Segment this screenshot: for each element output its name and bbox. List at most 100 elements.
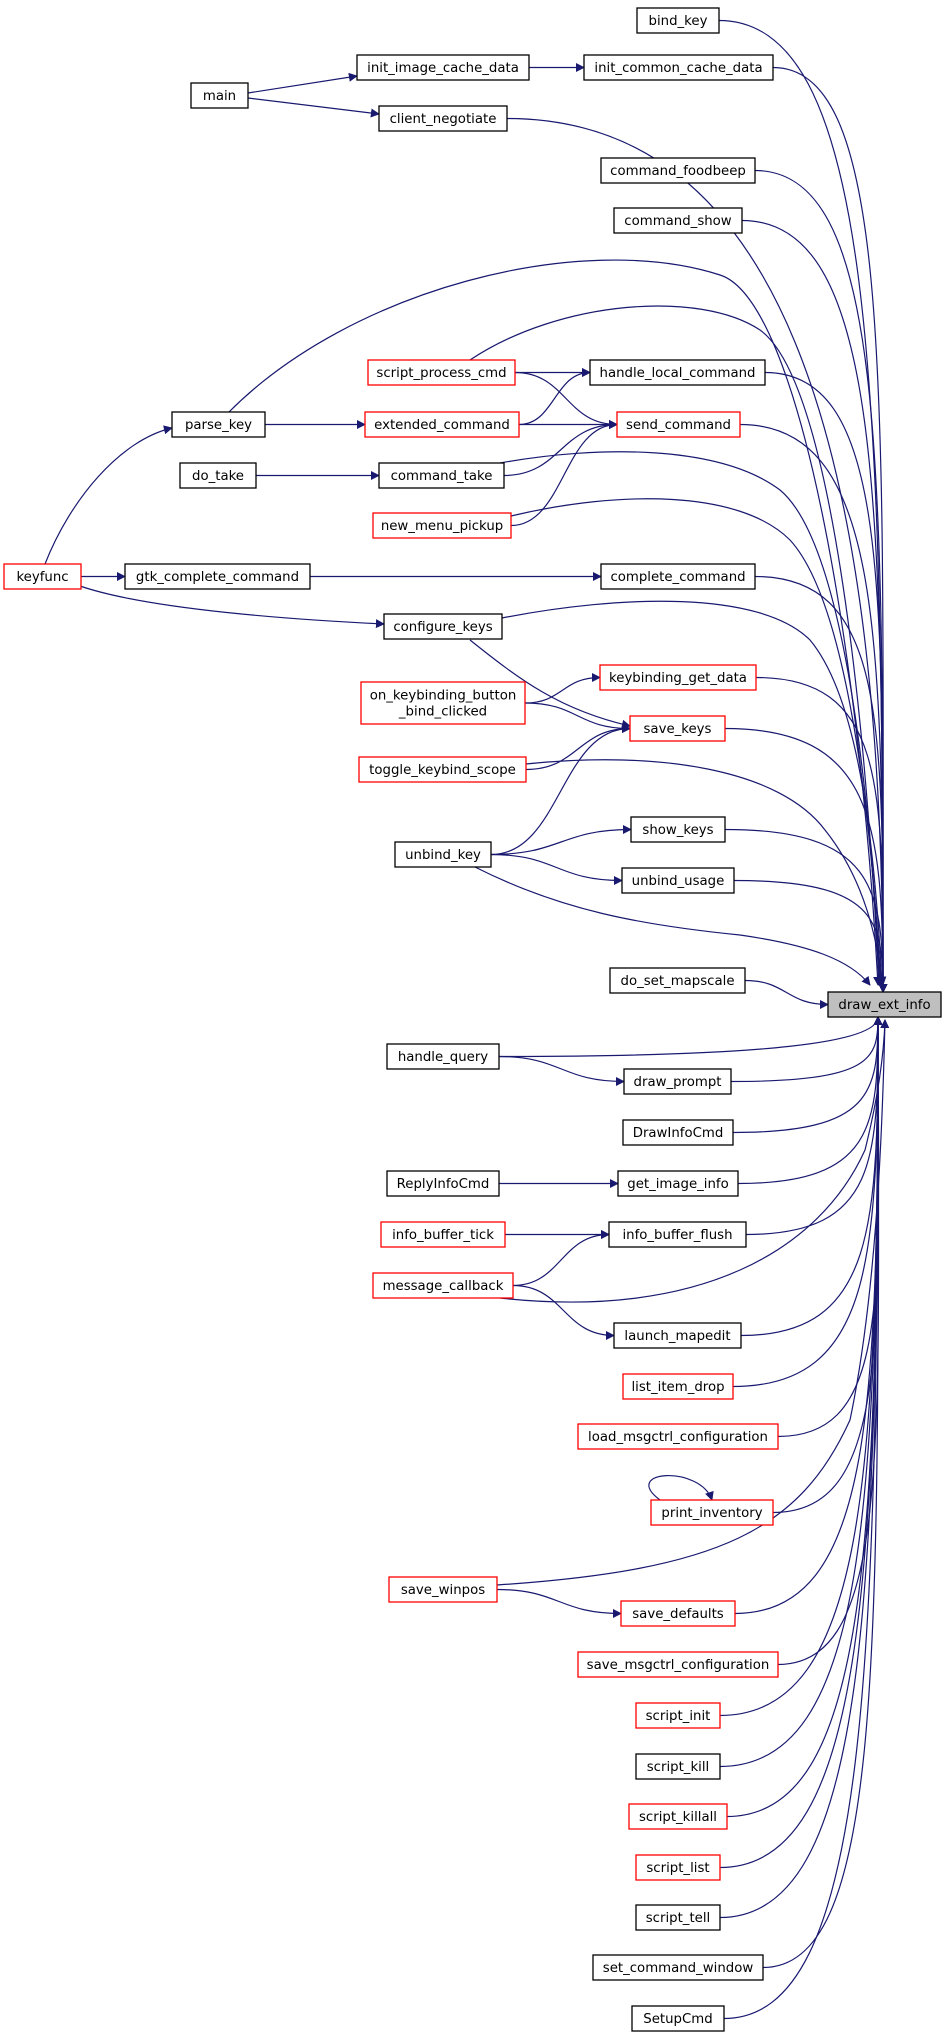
node-complete_command[interactable]: complete_command xyxy=(600,563,756,590)
node-box xyxy=(620,1600,736,1627)
node-label: launch_mapedit xyxy=(624,1329,730,1344)
node-main[interactable]: main xyxy=(190,82,249,109)
node-command_foodbeep[interactable]: command_foodbeep xyxy=(600,157,756,184)
node-client_negotiate[interactable]: client_negotiate xyxy=(378,105,508,132)
node-box xyxy=(635,1753,721,1780)
node-print_inventory[interactable]: print_inventory xyxy=(650,1499,774,1526)
node-draw_prompt[interactable]: draw_prompt xyxy=(623,1068,732,1095)
node-new_menu_pickup[interactable]: new_menu_pickup xyxy=(372,512,512,539)
node-label: script_kill xyxy=(647,1760,710,1775)
node-label: print_inventory xyxy=(661,1506,762,1521)
node-unbind_key[interactable]: unbind_key xyxy=(394,841,492,868)
node-label: load_msgctrl_configuration xyxy=(588,1430,768,1445)
node-set_command_window[interactable]: set_command_window xyxy=(592,1954,764,1981)
edge-new_menu_pickup-to-send_command xyxy=(510,420,618,527)
node-init_image_cache_data[interactable]: init_image_cache_data xyxy=(356,54,530,81)
node-command_take[interactable]: command_take xyxy=(378,462,505,489)
node-keyfunc[interactable]: keyfunc xyxy=(3,563,82,590)
node-script_init[interactable]: script_init xyxy=(635,1702,721,1729)
node-info_buffer_flush[interactable]: info_buffer_flush xyxy=(608,1221,747,1248)
node-box xyxy=(631,2005,725,2032)
node-script_tell[interactable]: script_tell xyxy=(635,1904,721,1931)
node-label: handle_query xyxy=(398,1050,488,1065)
node-box xyxy=(628,1803,728,1830)
node-configure_keys[interactable]: configure_keys xyxy=(383,613,503,640)
node-label: script_killall xyxy=(639,1810,717,1825)
node-load_msgctrl_configuration[interactable]: load_msgctrl_configuration xyxy=(577,1423,779,1450)
edge-unbind_usage-to-draw_ext_info xyxy=(733,879,888,993)
edge-extended_command-to-handle_local_command xyxy=(518,368,591,426)
node-script_killall[interactable]: script_killall xyxy=(628,1803,728,1830)
node-send_command[interactable]: send_command xyxy=(616,411,741,438)
edge-unbind_key-to-save_keys xyxy=(490,724,631,856)
node-box xyxy=(378,105,508,132)
edge-handle_query-to-draw_prompt xyxy=(498,1055,625,1086)
node-save_defaults[interactable]: save_defaults xyxy=(620,1600,736,1627)
node-box xyxy=(358,756,527,783)
node-DrawInfoCmd[interactable]: DrawInfoCmd xyxy=(622,1119,734,1146)
node-get_image_info[interactable]: get_image_info xyxy=(617,1170,739,1197)
edge-unbind_key-to-show_keys xyxy=(490,825,632,856)
node-label: save_keys xyxy=(644,722,712,737)
edge-save_winpos-to-save_defaults xyxy=(496,1588,622,1618)
node-box xyxy=(600,563,756,590)
node-do_take[interactable]: do_take xyxy=(179,462,257,489)
node-script_process_cmd[interactable]: script_process_cmd xyxy=(367,359,516,386)
node-box xyxy=(608,1221,747,1248)
edge-do_set_mapscale-to-draw_ext_info xyxy=(744,979,829,1009)
edge-command_take-to-send_command xyxy=(503,420,618,477)
node-box xyxy=(383,613,503,640)
node-box xyxy=(622,1373,734,1400)
node-unbind_usage[interactable]: unbind_usage xyxy=(621,867,735,894)
node-box xyxy=(600,157,756,184)
node-command_show[interactable]: command_show xyxy=(613,207,743,234)
node-launch_mapedit[interactable]: launch_mapedit xyxy=(613,1322,742,1349)
node-label: info_buffer_tick xyxy=(392,1228,494,1243)
edge-unbind_key-to-unbind_usage xyxy=(490,853,623,885)
node-label: keybinding_get_data xyxy=(609,671,747,686)
node-extended_command[interactable]: extended_command xyxy=(364,411,520,438)
node-save_winpos[interactable]: save_winpos xyxy=(388,1576,498,1603)
node-toggle_keybind_scope[interactable]: toggle_keybind_scope xyxy=(358,756,527,783)
node-save_keys[interactable]: save_keys xyxy=(629,715,726,742)
node-keybinding_get_data[interactable]: keybinding_get_data xyxy=(599,664,757,691)
node-box xyxy=(609,967,746,994)
edges-layer xyxy=(44,19,890,2020)
node-label: script_process_cmd xyxy=(376,366,506,381)
node-box xyxy=(372,1272,514,1299)
node-save_msgctrl_configuration[interactable]: save_msgctrl_configuration xyxy=(577,1651,779,1678)
node-box xyxy=(592,1954,764,1981)
node-label: command_show xyxy=(624,214,732,229)
node-gtk_complete_command[interactable]: gtk_complete_command xyxy=(124,563,311,590)
node-list_item_drop[interactable]: list_item_drop xyxy=(622,1373,734,1400)
node-handle_local_command[interactable]: handle_local_command xyxy=(589,359,766,386)
node-label: script_tell xyxy=(646,1911,711,1926)
node-script_kill[interactable]: script_kill xyxy=(635,1753,721,1780)
node-label: set_command_window xyxy=(603,1961,754,1976)
node-info_buffer_tick[interactable]: info_buffer_tick xyxy=(380,1221,506,1248)
node-draw_ext_info[interactable]: draw_ext_info xyxy=(827,991,942,1018)
node-label: show_keys xyxy=(642,823,713,838)
node-box xyxy=(380,1221,506,1248)
edge-send_command-to-draw_ext_info xyxy=(739,423,888,993)
node-box xyxy=(630,816,726,843)
node-show_keys[interactable]: show_keys xyxy=(630,816,726,843)
node-handle_query[interactable]: handle_query xyxy=(386,1043,500,1070)
node-box xyxy=(3,563,82,590)
node-on_keybinding_button_bind_clicked[interactable]: on_keybinding_button_bind_clicked xyxy=(360,681,526,725)
node-SetupCmd[interactable]: SetupCmd xyxy=(631,2005,725,2032)
node-init_common_cache_data[interactable]: init_common_cache_data xyxy=(583,54,774,81)
edge-parse_key-to-draw_ext_info xyxy=(228,259,883,986)
node-script_list[interactable]: script_list xyxy=(635,1854,721,1881)
edge-main-to-client_negotiate xyxy=(247,97,380,118)
node-label: handle_local_command xyxy=(600,366,756,381)
node-do_set_mapscale[interactable]: do_set_mapscale xyxy=(609,967,746,994)
edge-script_init-to-draw_ext_info xyxy=(719,1016,883,1717)
node-bind_key[interactable]: bind_key xyxy=(636,7,720,34)
node-box xyxy=(617,1170,739,1197)
node-message_callback[interactable]: message_callback xyxy=(372,1272,514,1299)
node-label: new_menu_pickup xyxy=(381,519,503,534)
node-parse_key[interactable]: parse_key xyxy=(171,411,266,438)
node-ReplyInfoCmd[interactable]: ReplyInfoCmd xyxy=(386,1170,500,1197)
